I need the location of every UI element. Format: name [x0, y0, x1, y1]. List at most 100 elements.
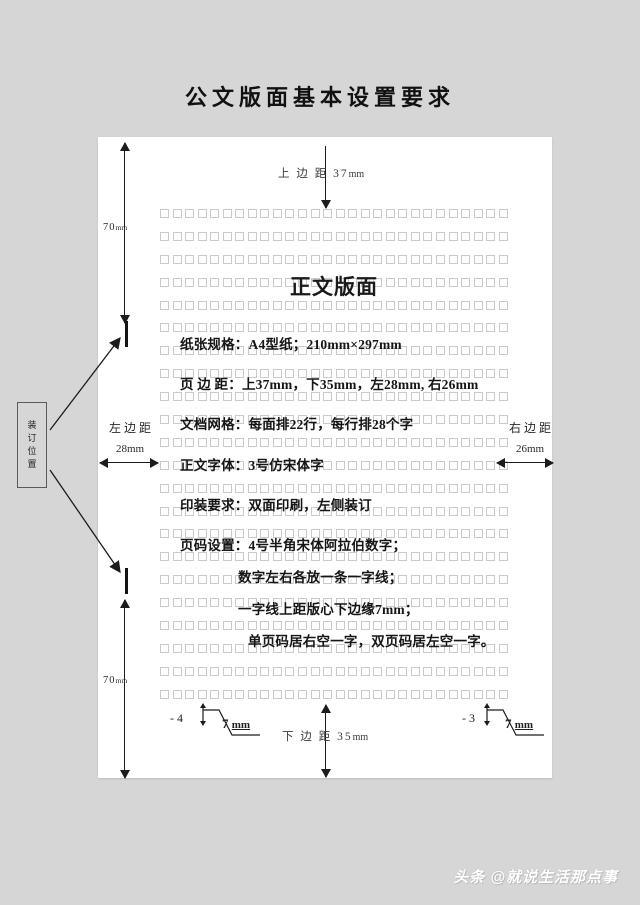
grid-cell — [360, 460, 370, 470]
grid-cell — [385, 666, 395, 676]
grid-cell — [360, 231, 370, 241]
grid-cell — [160, 506, 169, 516]
grid-cell — [272, 460, 282, 470]
grid-cell — [360, 346, 370, 356]
grid-cell — [247, 598, 257, 608]
grid-cell — [410, 575, 420, 585]
grid-cell — [298, 460, 308, 470]
grid-cell — [310, 689, 320, 699]
grid-cell — [260, 643, 270, 653]
grid-cell — [423, 598, 433, 608]
grid-cell — [486, 689, 496, 699]
grid-cell — [323, 643, 333, 653]
grid-cell — [285, 483, 295, 493]
grid-cell — [398, 575, 408, 585]
grid-cell — [486, 529, 496, 539]
grid-cell — [473, 552, 483, 562]
binding-box-char-3: 位 — [27, 446, 37, 456]
grid-cell — [373, 209, 383, 218]
grid-cell — [222, 254, 232, 264]
grid-cell — [448, 552, 458, 562]
grid-cell — [385, 231, 395, 241]
binding-box-char-4: 置 — [27, 459, 37, 469]
grid-cell — [285, 437, 295, 447]
grid-cell — [448, 460, 458, 470]
grid-cell — [348, 666, 358, 676]
grid-cell — [373, 689, 383, 699]
grid-cell — [210, 437, 220, 447]
grid-cell — [310, 483, 320, 493]
grid-cell — [197, 346, 207, 356]
grid-cell — [298, 575, 308, 585]
grid-cell — [461, 575, 471, 585]
grid-cell — [272, 483, 282, 493]
grid-cell — [272, 506, 282, 516]
grid-cell — [197, 666, 207, 676]
grid-cell — [373, 552, 383, 562]
grid-cell — [323, 506, 333, 516]
grid-cell — [210, 231, 220, 241]
binding-box-char-1: 装 — [27, 420, 37, 430]
grid-cell — [235, 506, 245, 516]
grid-cell — [285, 254, 295, 264]
grid-row — [160, 346, 508, 356]
grid-cell — [410, 621, 420, 631]
grid-cell — [360, 437, 370, 447]
grid-cell — [247, 323, 257, 333]
grid-cell — [260, 277, 270, 287]
grid-cell — [310, 598, 320, 608]
grid-cell — [486, 209, 496, 218]
callout-left-value: 7 — [222, 716, 229, 731]
grid-cell — [160, 483, 169, 493]
grid-cell — [486, 575, 496, 585]
grid-cell — [335, 529, 345, 539]
grid-cell — [360, 621, 370, 631]
grid-cell — [323, 598, 333, 608]
grid-cell — [385, 529, 395, 539]
grid-cell — [185, 598, 195, 608]
grid-row — [160, 552, 508, 562]
grid-cell — [486, 643, 496, 653]
grid-cell — [436, 277, 446, 287]
grid-cell — [360, 415, 370, 425]
grid-cell — [298, 415, 308, 425]
grid-cell — [222, 300, 232, 310]
grid-cell — [185, 300, 195, 310]
grid-cell — [448, 415, 458, 425]
page-title: 公文版面基本设置要求 — [184, 85, 455, 110]
grid-cell — [423, 254, 433, 264]
grid-cell — [272, 369, 282, 379]
grid-cell — [398, 460, 408, 470]
grid-cell — [398, 254, 408, 264]
grid-cell — [473, 575, 483, 585]
grid-cell — [385, 621, 395, 631]
grid-cell — [360, 254, 370, 264]
grid-cell — [461, 598, 471, 608]
grid-cell — [498, 392, 508, 402]
grid-row — [160, 529, 508, 539]
grid-cell — [235, 209, 245, 218]
grid-cell — [222, 392, 232, 402]
grid-cell — [272, 643, 282, 653]
grid-cell — [172, 277, 182, 287]
grid-cell — [197, 598, 207, 608]
left-margin-label-text: 左 边 距 — [108, 421, 151, 435]
grid-cell — [498, 437, 508, 447]
grid-cell — [323, 575, 333, 585]
grid-cell — [298, 209, 308, 218]
grid-cell — [423, 621, 433, 631]
grid-cell — [385, 575, 395, 585]
grid-cell — [360, 209, 370, 218]
grid-cell — [335, 300, 345, 310]
grid-cell — [285, 666, 295, 676]
grid-cell — [436, 415, 446, 425]
grid-cell — [172, 460, 182, 470]
grid-cell — [260, 323, 270, 333]
grid-cell — [461, 277, 471, 287]
grid-cell — [160, 666, 169, 676]
grid-cell — [461, 460, 471, 470]
right-margin-label: 右 边 距 26mm — [505, 418, 555, 460]
binding-span-bottom-value: 70 — [103, 675, 116, 686]
grid-cell — [473, 666, 483, 676]
grid-cell — [272, 529, 282, 539]
